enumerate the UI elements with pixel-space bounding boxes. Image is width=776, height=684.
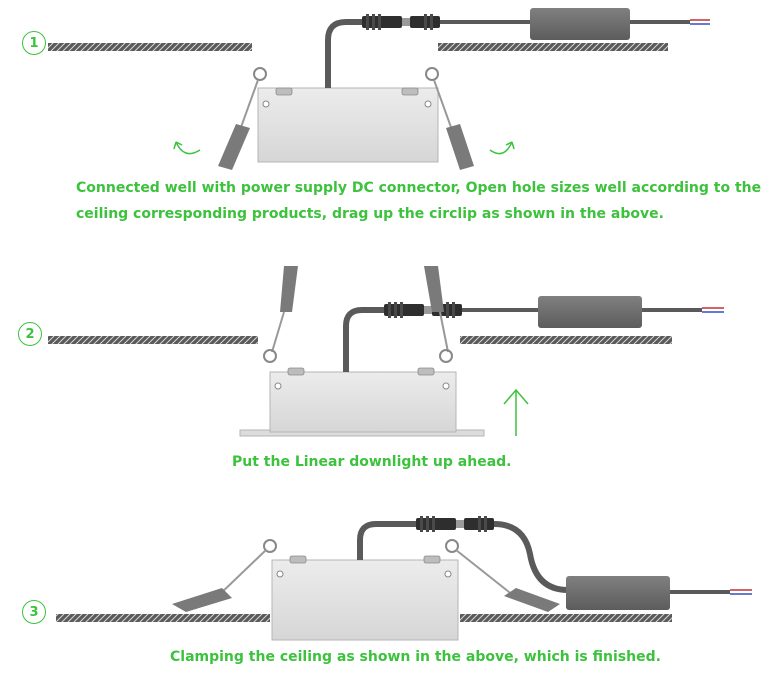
spring-clip-right bbox=[424, 266, 453, 363]
led-driver bbox=[538, 296, 642, 328]
power-cable bbox=[343, 307, 384, 372]
dc-connector bbox=[362, 14, 440, 30]
spring-clip-left bbox=[263, 266, 298, 363]
step-1-caption-line-2: ceiling corresponding products, drag up … bbox=[76, 206, 664, 222]
spring-clip-right bbox=[425, 67, 474, 170]
led-driver bbox=[530, 8, 630, 40]
step-2-badge: 2 bbox=[18, 322, 42, 346]
downlight-housing bbox=[257, 87, 439, 163]
step-3-badge: 3 bbox=[22, 600, 46, 624]
ceiling-left bbox=[48, 43, 252, 51]
downlight-housing bbox=[269, 371, 457, 433]
rotate-arrow-left bbox=[175, 141, 201, 155]
dc-connector bbox=[384, 302, 462, 318]
rotate-arrow-right bbox=[489, 141, 513, 155]
step-1-illustration bbox=[48, 8, 710, 170]
led-driver bbox=[566, 576, 670, 610]
downlight-housing bbox=[271, 559, 459, 641]
step-2-illustration bbox=[48, 266, 724, 437]
step-1-caption-line-1: Connected well with power supply DC conn… bbox=[76, 180, 762, 196]
push-up-arrow bbox=[503, 388, 529, 436]
power-cable bbox=[357, 521, 416, 560]
ceiling-right bbox=[460, 336, 672, 344]
power-cable bbox=[325, 19, 362, 88]
ceiling-right bbox=[460, 614, 672, 622]
ceiling-left bbox=[48, 336, 258, 344]
dc-connector bbox=[416, 516, 494, 532]
step-2-caption: Put the Linear downlight up ahead. bbox=[232, 454, 512, 470]
step-3-caption: Clamping the ceiling as shown in the abo… bbox=[170, 649, 661, 665]
spring-clip-right bbox=[445, 539, 560, 612]
spring-clip-left bbox=[218, 67, 267, 170]
step-1-badge: 1 bbox=[22, 31, 46, 55]
spring-clip-left bbox=[172, 539, 277, 612]
step-3-illustration bbox=[56, 516, 752, 641]
ceiling-left bbox=[56, 614, 270, 622]
ceiling-right bbox=[438, 43, 668, 51]
